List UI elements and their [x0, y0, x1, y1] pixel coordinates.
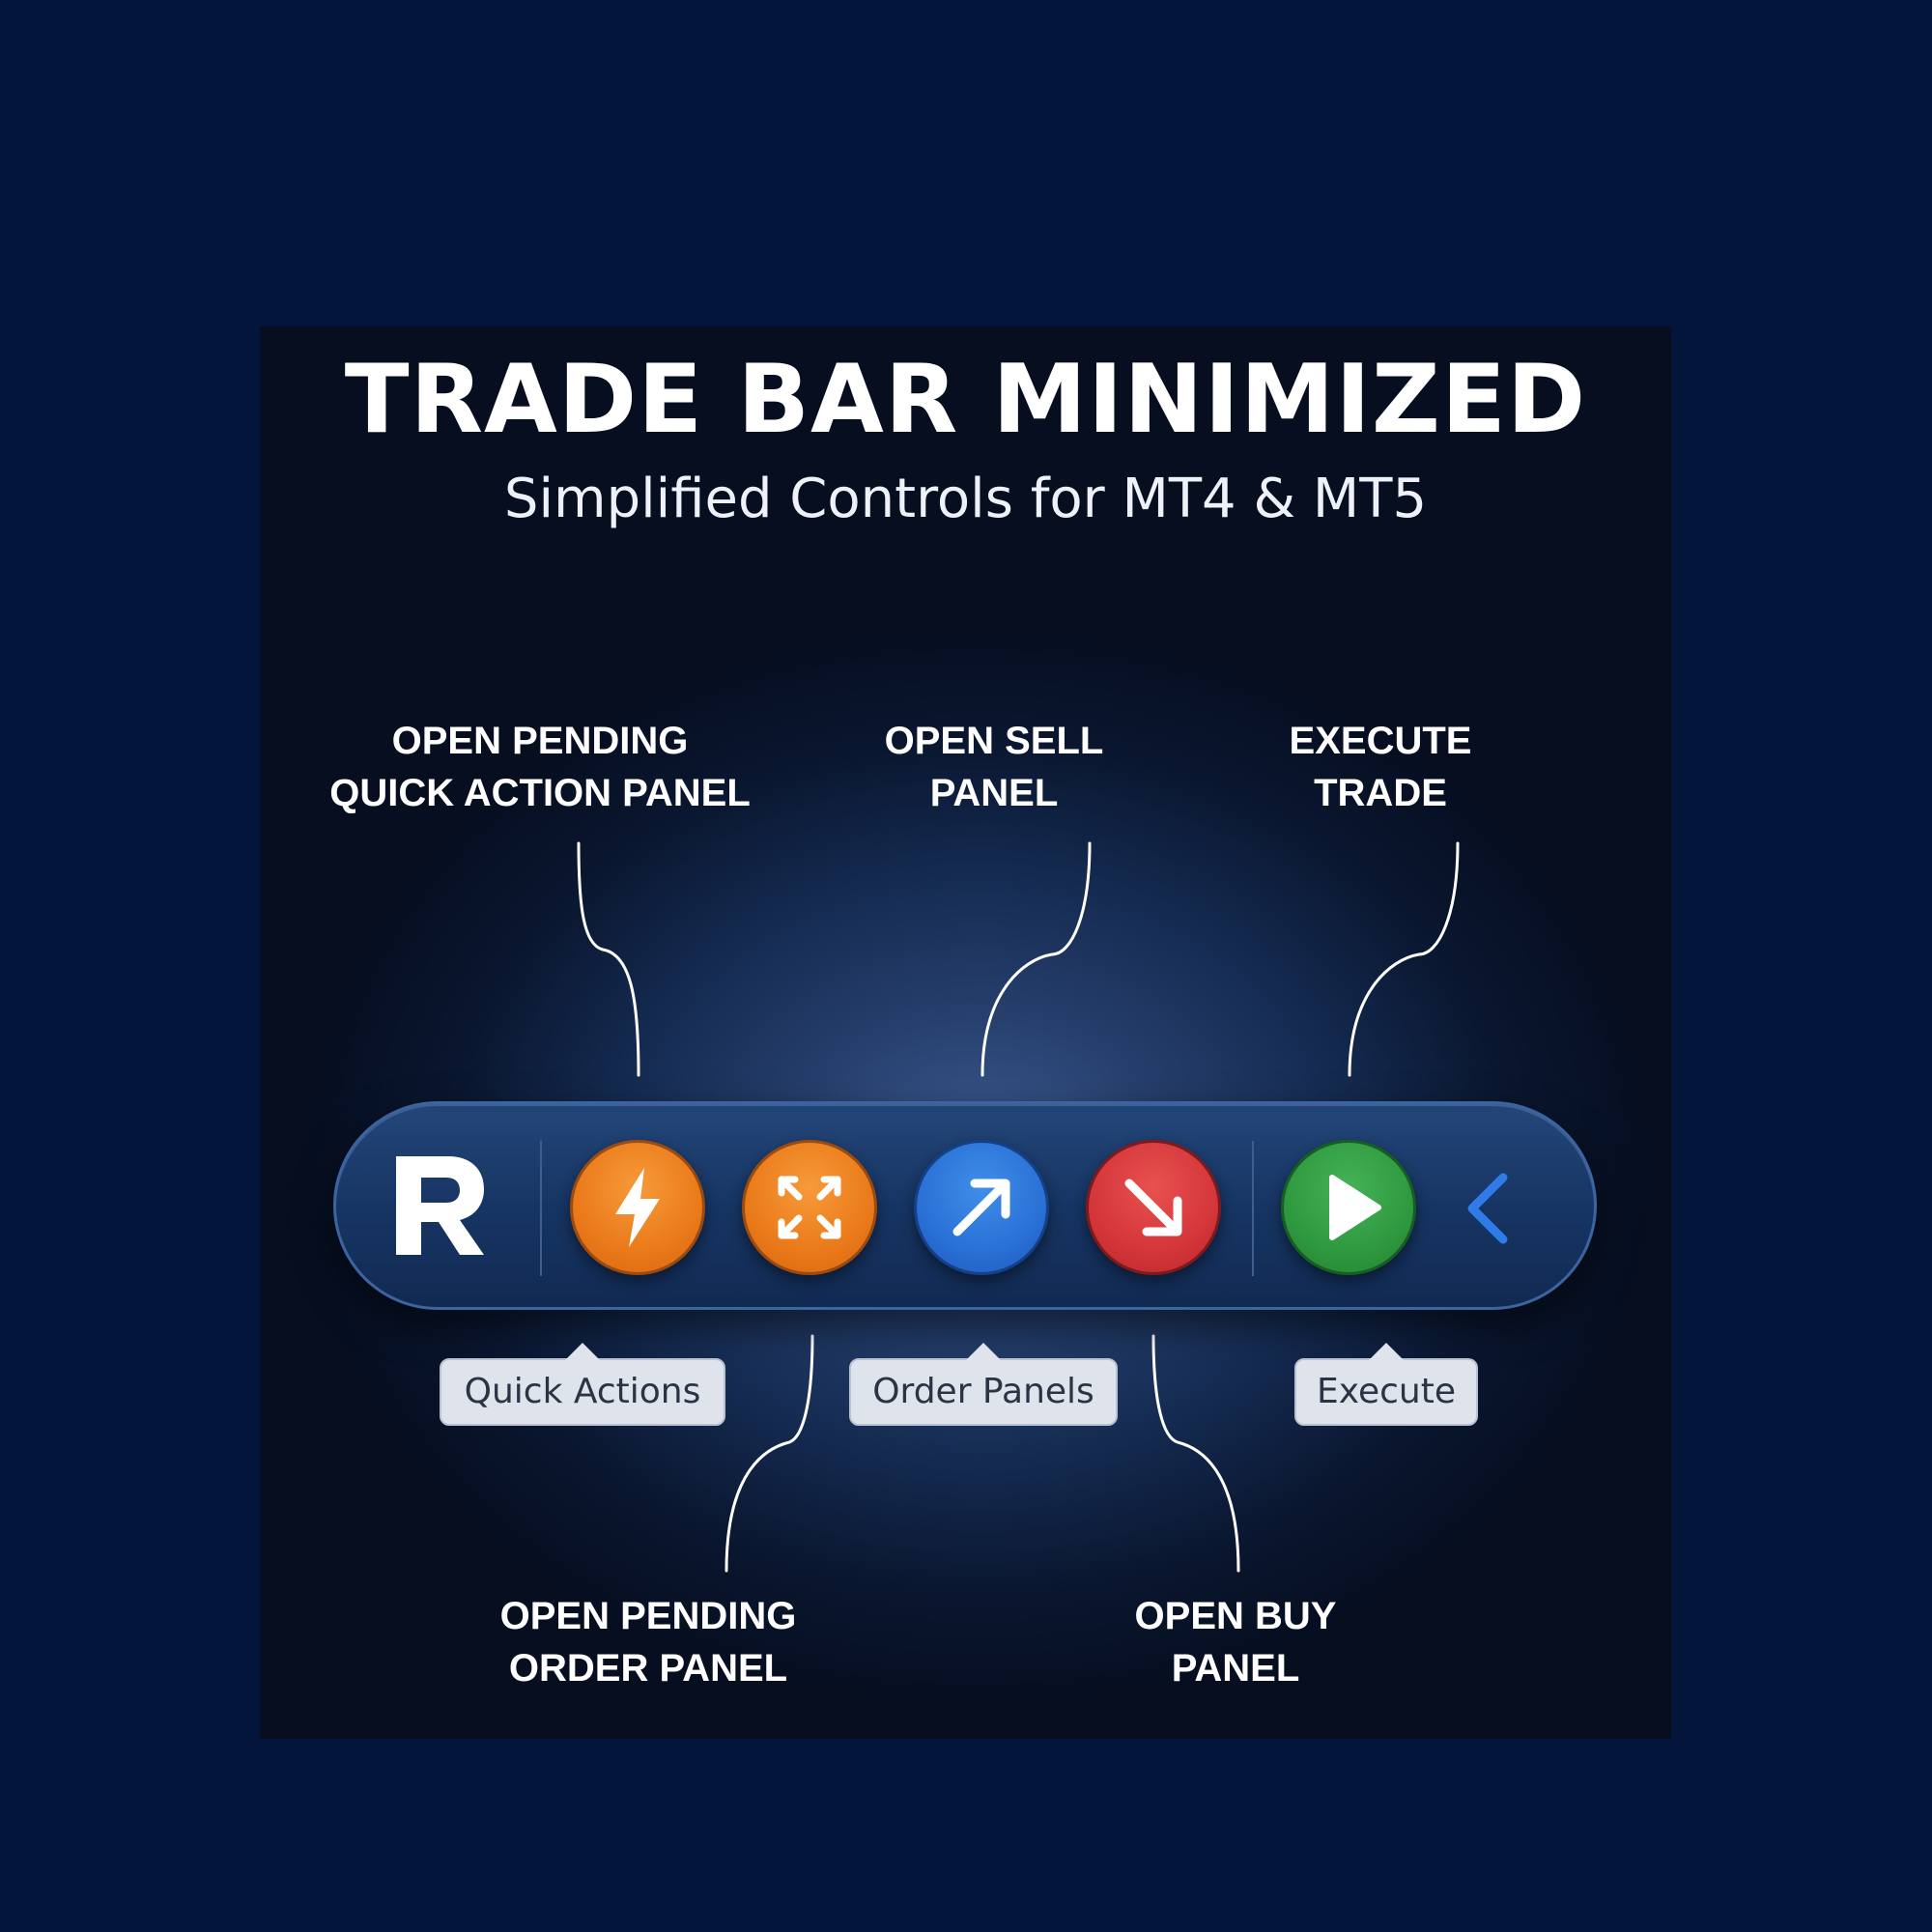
- leader-line-pending-order: [724, 1334, 814, 1573]
- callout-line: OPEN BUY: [1134, 1595, 1337, 1637]
- leader-line-execute: [1348, 841, 1460, 1077]
- lightning-bolt-icon: [615, 1168, 660, 1247]
- callout-sell-panel: OPEN SELL PANEL: [849, 715, 1139, 819]
- callout-pending-order: OPEN PENDING ORDER PANEL: [474, 1590, 822, 1694]
- callout-buy-panel: OPEN BUY PANEL: [1091, 1590, 1380, 1694]
- callout-line: OPEN PENDING: [499, 1595, 797, 1637]
- expand-arrows-icon: [778, 1176, 841, 1239]
- sell-panel-button[interactable]: [914, 1140, 1049, 1275]
- callout-line: ORDER PANEL: [508, 1647, 788, 1690]
- leader-line-sell: [980, 841, 1092, 1077]
- callout-line: TRADE: [1314, 772, 1447, 814]
- play-icon: [1329, 1175, 1381, 1240]
- bar-divider: [1252, 1141, 1254, 1276]
- page-subtitle: Simplified Controls for MT4 & MT5: [503, 468, 1428, 530]
- feature-panel: TRADE BAR MINIMIZED Simplified Controls …: [260, 327, 1671, 1739]
- leader-line-buy: [1151, 1334, 1240, 1573]
- pending-order-button[interactable]: [742, 1140, 877, 1275]
- bar-divider: [540, 1141, 542, 1276]
- callout-line: OPEN PENDING: [391, 720, 689, 762]
- buy-panel-button[interactable]: [1086, 1140, 1221, 1275]
- trade-bar: [333, 1101, 1597, 1310]
- arrow-up-right-icon: [952, 1179, 1010, 1236]
- tooltip-order-panels: Order Panels: [849, 1343, 1118, 1426]
- callout-line: QUICK ACTION PANEL: [329, 772, 751, 814]
- callout-line: PANEL: [929, 772, 1059, 814]
- callout-execute-trade: EXECUTE TRADE: [1264, 715, 1496, 819]
- leader-line-quick-action: [577, 841, 640, 1077]
- callout-line: PANEL: [1171, 1647, 1300, 1690]
- callout-line: EXECUTE: [1289, 720, 1472, 762]
- chevron-left-icon[interactable]: [1457, 1172, 1524, 1245]
- leader-lines: [577, 841, 1460, 1573]
- tooltip-quick-actions: Quick Actions: [440, 1343, 725, 1426]
- page-title: TRADE BAR MINIMIZED: [344, 345, 1587, 455]
- execute-trade-button[interactable]: [1281, 1140, 1416, 1275]
- quick-actions-button[interactable]: [570, 1140, 705, 1275]
- tooltip-execute: Execute: [1294, 1343, 1478, 1426]
- callout-line: OPEN SELL: [884, 720, 1104, 762]
- callout-pending-quick-action: OPEN PENDING QUICK ACTION PANEL: [308, 715, 772, 819]
- arrow-down-right-icon: [1124, 1179, 1182, 1236]
- r-logo-icon[interactable]: [392, 1152, 489, 1259]
